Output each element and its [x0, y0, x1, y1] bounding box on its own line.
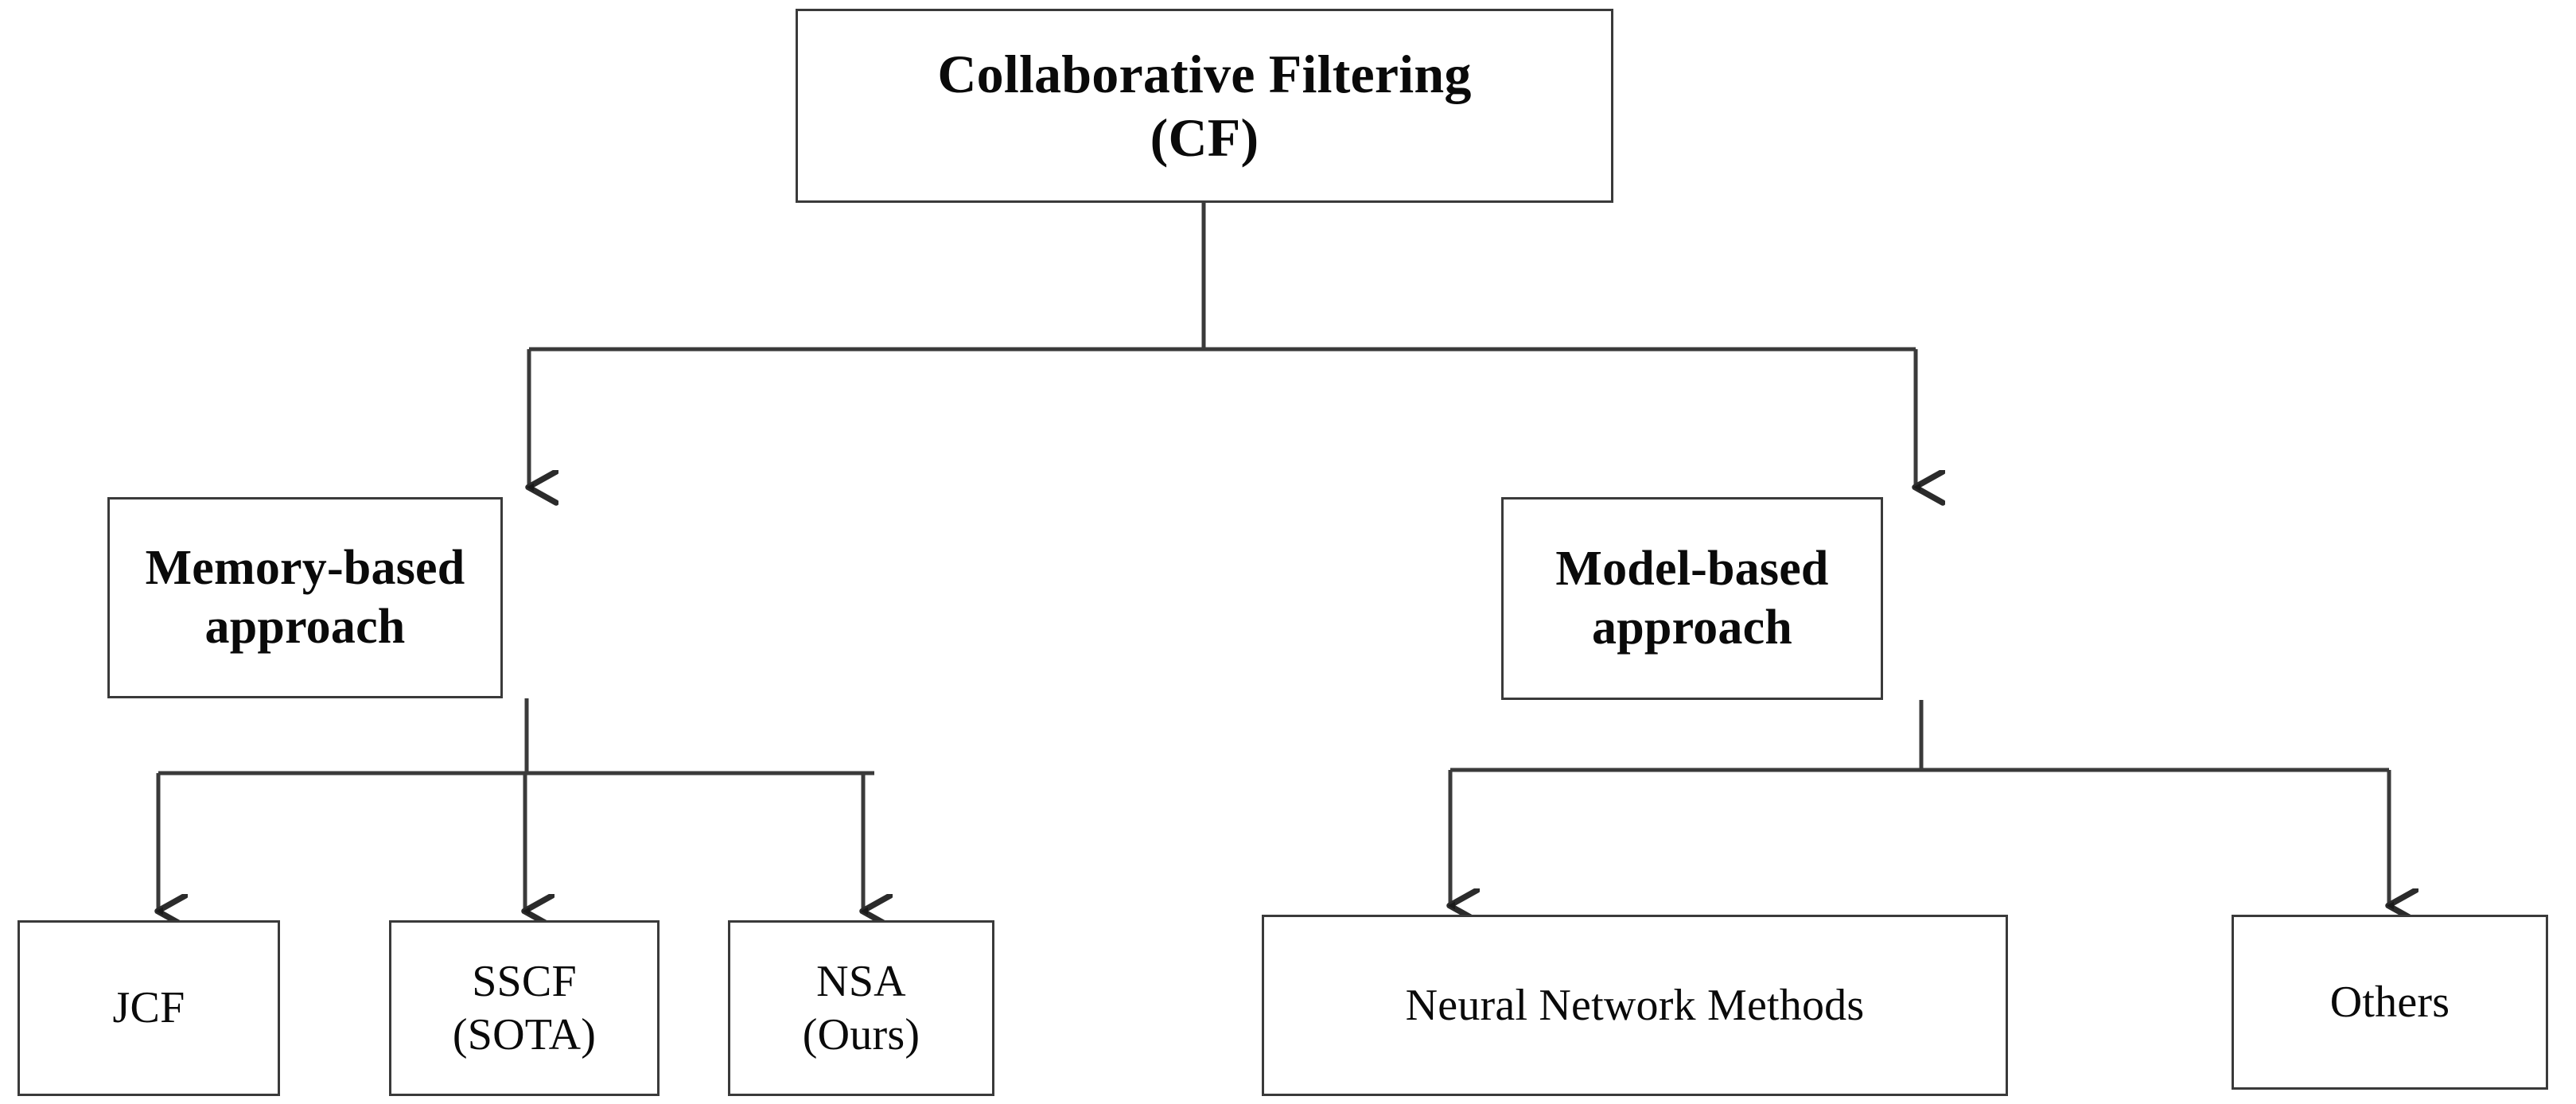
node-neural-network-methods: Neural Network Methods — [1262, 915, 2008, 1096]
node-sscf: SSCF (SOTA) — [389, 920, 660, 1096]
node-model-based-approach-label: Model-based approach — [1555, 542, 1829, 655]
node-memory-based-approach-label: Memory-based approach — [145, 541, 465, 654]
node-others: Others — [2232, 915, 2548, 1090]
node-memory-based-approach: Memory-based approach — [107, 497, 503, 698]
node-model-based-approach: Model-based approach — [1501, 497, 1883, 700]
node-jcf-label: JCF — [112, 983, 185, 1033]
node-collaborative-filtering-label: Collaborative Filtering (CF) — [937, 43, 1472, 168]
node-jcf: JCF — [18, 920, 280, 1096]
node-collaborative-filtering: Collaborative Filtering (CF) — [796, 9, 1613, 203]
node-others-label: Others — [2329, 977, 2450, 1027]
node-nsa-label: NSA (Ours) — [802, 957, 920, 1059]
node-sscf-label: SSCF (SOTA) — [452, 957, 597, 1059]
node-neural-network-methods-label: Neural Network Methods — [1405, 980, 1865, 1030]
node-nsa: NSA (Ours) — [728, 920, 994, 1096]
